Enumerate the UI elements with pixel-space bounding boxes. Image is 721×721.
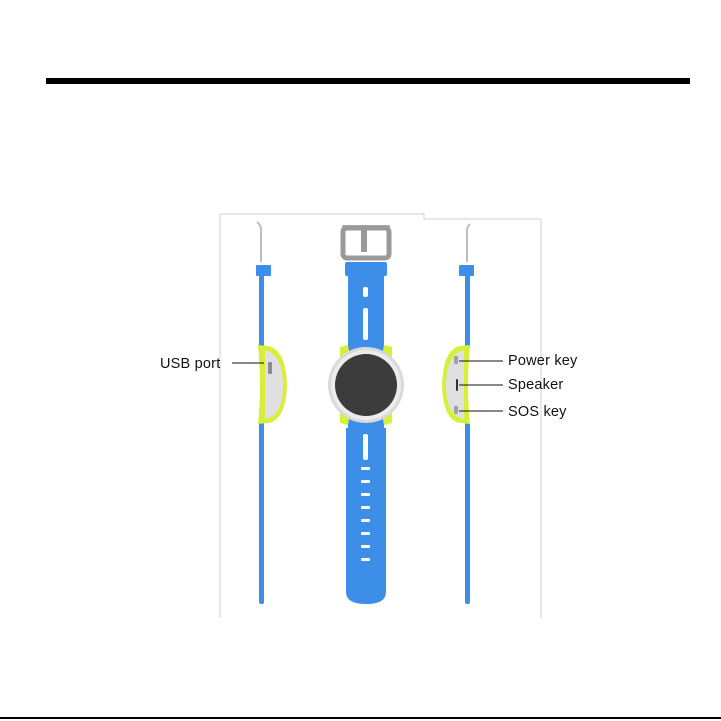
bottom-rule <box>0 717 721 719</box>
sos-key-label: SOS key <box>508 404 567 420</box>
power-key-label: Power key <box>508 353 578 369</box>
left-side-view <box>232 222 287 604</box>
right-side-view <box>442 224 503 604</box>
center-front-view <box>328 225 404 604</box>
usb-port-label: USB port <box>160 356 220 372</box>
speaker-label: Speaker <box>508 377 563 393</box>
